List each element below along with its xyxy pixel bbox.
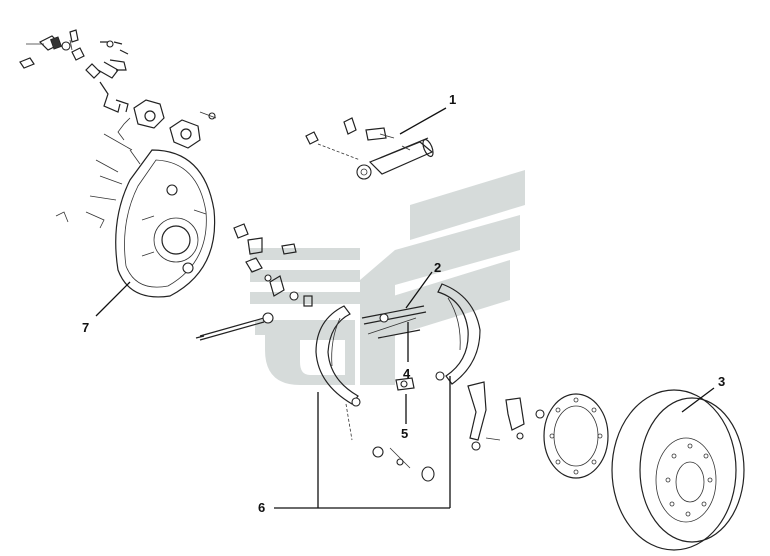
adjuster-springs: [361, 305, 427, 391]
callout-labels: 1 2 3 4 5 6 7: [82, 92, 725, 515]
parking-brake-cable: [195, 312, 274, 341]
shoe-hold-down-hardware: [345, 403, 435, 482]
leader-line-1: [399, 107, 447, 135]
callout-5: 5: [401, 426, 408, 441]
callout-3: 3: [718, 374, 725, 389]
brake-hardware-cluster: [19, 29, 129, 113]
callout-1: 1: [449, 92, 456, 107]
leader-line-7: [95, 281, 131, 317]
backing-plate: [55, 133, 216, 298]
brake-drum: [611, 389, 745, 551]
watermark-logo: [250, 170, 525, 385]
wheel-cylinder-assembly: [305, 117, 434, 180]
callout-4: 4: [403, 366, 411, 381]
leader-lines: [95, 107, 715, 509]
callout-6: 6: [258, 500, 265, 515]
adjuster-clips: [233, 223, 313, 307]
cylinder-mount-blocks: [117, 99, 217, 149]
hub-flange: [543, 393, 609, 479]
callout-2: 2: [434, 260, 441, 275]
leader-line-6: [274, 376, 451, 509]
leader-line-2: [405, 271, 433, 309]
leader-line-3: [681, 387, 715, 413]
parking-brake-levers: [467, 381, 545, 451]
brake-shoe-set: [315, 283, 481, 407]
callout-7: 7: [82, 320, 89, 335]
